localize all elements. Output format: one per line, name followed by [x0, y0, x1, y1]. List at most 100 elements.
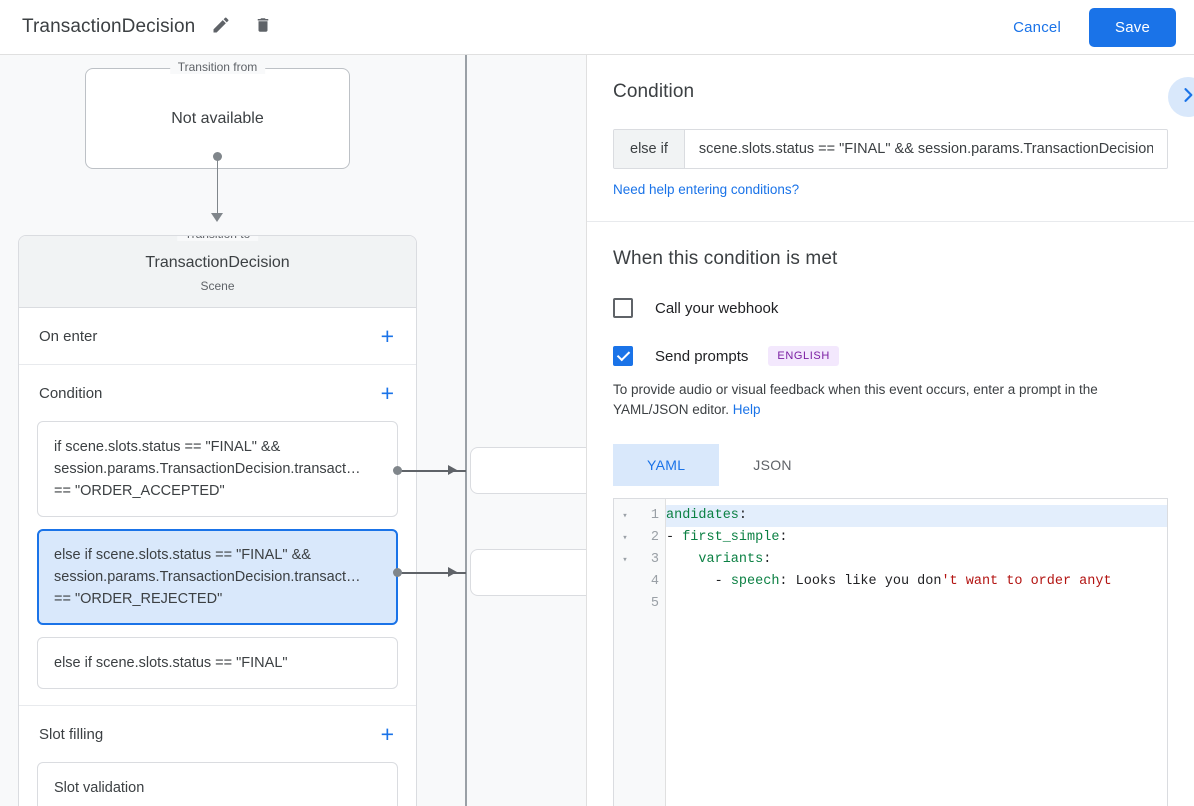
- code-line: [666, 593, 1167, 615]
- on-enter-title: On enter: [39, 328, 98, 345]
- code-token: :: [763, 552, 772, 567]
- code-token: first_simple: [682, 530, 780, 545]
- tab-yaml[interactable]: YAML: [613, 444, 720, 486]
- page-title: TransactionDecision: [22, 16, 196, 37]
- condition-anchor-accepted: [393, 466, 402, 475]
- line-number: 3: [650, 552, 659, 567]
- code-editor[interactable]: ▾ ▾ ▾ 1 2 3 4 5 andidates:- first_simple…: [613, 498, 1168, 806]
- code-token: :: [738, 508, 748, 523]
- prompts-description-text: To provide audio or visual feedback when…: [613, 382, 1098, 417]
- expand-panel-button[interactable]: [1168, 77, 1194, 117]
- code-token: andidates: [666, 508, 739, 523]
- condition-panel-title: Condition: [613, 81, 695, 102]
- graph-pane: Transition from Not available Transition…: [0, 55, 586, 806]
- add-on-enter-button[interactable]: +: [380, 323, 394, 349]
- condition-card-final[interactable]: else if scene.slots.status == "FINAL": [37, 637, 398, 689]
- condition-line: session.params.TransactionDecision.trans…: [54, 569, 361, 585]
- condition-help-link[interactable]: Need help entering conditions?: [613, 182, 800, 197]
- details-pane: Condition else if Need help entering con…: [586, 55, 1194, 806]
- condition-anchor-rejected: [393, 568, 402, 577]
- fold-toggle-icon[interactable]: ▾: [622, 533, 628, 543]
- slot-filling-title: Slot filling: [39, 726, 104, 743]
- code-token: -: [666, 530, 683, 545]
- condition-line: else if scene.slots.status == "FINAL" &&: [54, 547, 311, 563]
- prompts-description: To provide audio or visual feedback when…: [613, 380, 1168, 420]
- scene-name: TransactionDecision: [145, 254, 290, 271]
- transition-to-legend: Transition to: [176, 236, 259, 241]
- code-token: [666, 552, 698, 567]
- code-token: variants: [698, 552, 764, 567]
- send-prompts-row: Send prompts ENGLISH: [613, 346, 1168, 366]
- call-webhook-label: Call your webhook: [655, 299, 779, 317]
- scene-header[interactable]: TransactionDecision Scene: [19, 236, 416, 308]
- code-token: Looks like you don: [795, 574, 942, 589]
- line-number: 5: [650, 596, 659, 611]
- save-button[interactable]: Save: [1089, 7, 1176, 47]
- app-header: TransactionDecision Cancel Save: [0, 0, 1194, 55]
- line-number: 2: [650, 530, 659, 545]
- edit-title-button[interactable]: [205, 11, 237, 43]
- scene-type: Scene: [200, 279, 235, 293]
- when-condition-met-title: When this condition is met: [613, 248, 838, 269]
- chevron-right-icon: [1178, 85, 1194, 110]
- code-line: - first_simple:: [666, 527, 1167, 549]
- send-prompts-label: Send prompts: [655, 347, 749, 365]
- editor-code-area[interactable]: andidates:- first_simple: variants: - sp…: [666, 499, 1167, 806]
- delete-button[interactable]: [247, 11, 279, 43]
- condition-line: == "ORDER_ACCEPTED": [54, 483, 225, 499]
- slot-validation-label: Slot validation: [54, 780, 145, 796]
- condition-line: else if scene.slots.status == "FINAL": [54, 655, 288, 671]
- connector-arrow-down: [211, 213, 223, 222]
- fold-toggle-icon[interactable]: ▾: [622, 511, 628, 521]
- slot-filling-header: Slot filling +: [19, 706, 416, 762]
- condition-edge-rejected: [400, 572, 466, 574]
- call-webhook-checkbox[interactable]: [613, 298, 633, 318]
- condition-edge-accepted: [400, 470, 466, 472]
- send-prompts-checkbox[interactable]: [613, 346, 633, 366]
- line-number: 1: [650, 508, 659, 523]
- code-token: speech: [730, 574, 780, 589]
- condition-edge-arrow-rejected: [448, 567, 457, 577]
- editor-line-numbers: 1 2 3 4 5: [636, 499, 666, 806]
- code-token: :: [779, 530, 788, 545]
- section-slot-filling: Slot filling + Slot validation: [19, 706, 416, 806]
- slot-filling-list: Slot validation: [19, 762, 416, 806]
- condition-edge-arrow-accepted: [448, 465, 457, 475]
- condition-card-rejected[interactable]: else if scene.slots.status == "FINAL" &&…: [37, 529, 398, 625]
- condition-line: == "ORDER_REJECTED": [54, 591, 223, 607]
- condition-prefix-label: else if: [614, 130, 685, 168]
- condition-title: Condition: [39, 385, 103, 402]
- add-condition-button[interactable]: +: [380, 380, 394, 406]
- tab-json[interactable]: JSON: [753, 457, 792, 473]
- condition-input[interactable]: [684, 130, 1167, 168]
- cancel-button[interactable]: Cancel: [999, 10, 1075, 45]
- fold-toggle-icon[interactable]: ▾: [622, 555, 628, 565]
- condition-input-row: else if: [613, 129, 1168, 169]
- connector-line-vertical: [216, 156, 218, 217]
- section-condition: Condition + if scene.slots.status == "FI…: [19, 365, 416, 706]
- code-token: :: [779, 574, 796, 589]
- target-node-accepted[interactable]: [470, 447, 586, 494]
- prompts-help-link[interactable]: Help: [732, 402, 761, 417]
- on-enter-header: On enter +: [19, 308, 416, 364]
- editor-format-tabs: YAML JSON: [613, 444, 1168, 486]
- trash-icon: [254, 15, 272, 40]
- graph-rail: [465, 55, 467, 806]
- condition-section: Condition else if Need help entering con…: [587, 55, 1194, 222]
- transition-to-card: Transition to TransactionDecision Scene …: [18, 235, 417, 806]
- condition-line: if scene.slots.status == "FINAL" &&: [54, 439, 281, 455]
- line-number: 4: [650, 574, 659, 589]
- condition-card-accepted[interactable]: if scene.slots.status == "FINAL" && sess…: [37, 421, 398, 517]
- code-line: variants:: [666, 549, 1167, 571]
- webhook-row: Call your webhook: [613, 298, 1168, 318]
- code-line: andidates:: [666, 505, 1167, 527]
- code-line: - speech: Looks like you don't want to o…: [666, 571, 1167, 593]
- target-node-rejected[interactable]: [470, 549, 586, 596]
- condition-list: if scene.slots.status == "FINAL" && sess…: [19, 421, 416, 705]
- language-badge: ENGLISH: [768, 346, 839, 366]
- code-token: 't want to order anyt: [941, 574, 1112, 589]
- transition-from-legend: Transition from: [169, 60, 266, 74]
- slot-validation-card[interactable]: Slot validation: [37, 762, 398, 806]
- transition-from-value: Not available: [171, 109, 264, 127]
- add-slot-filling-button[interactable]: +: [380, 721, 394, 747]
